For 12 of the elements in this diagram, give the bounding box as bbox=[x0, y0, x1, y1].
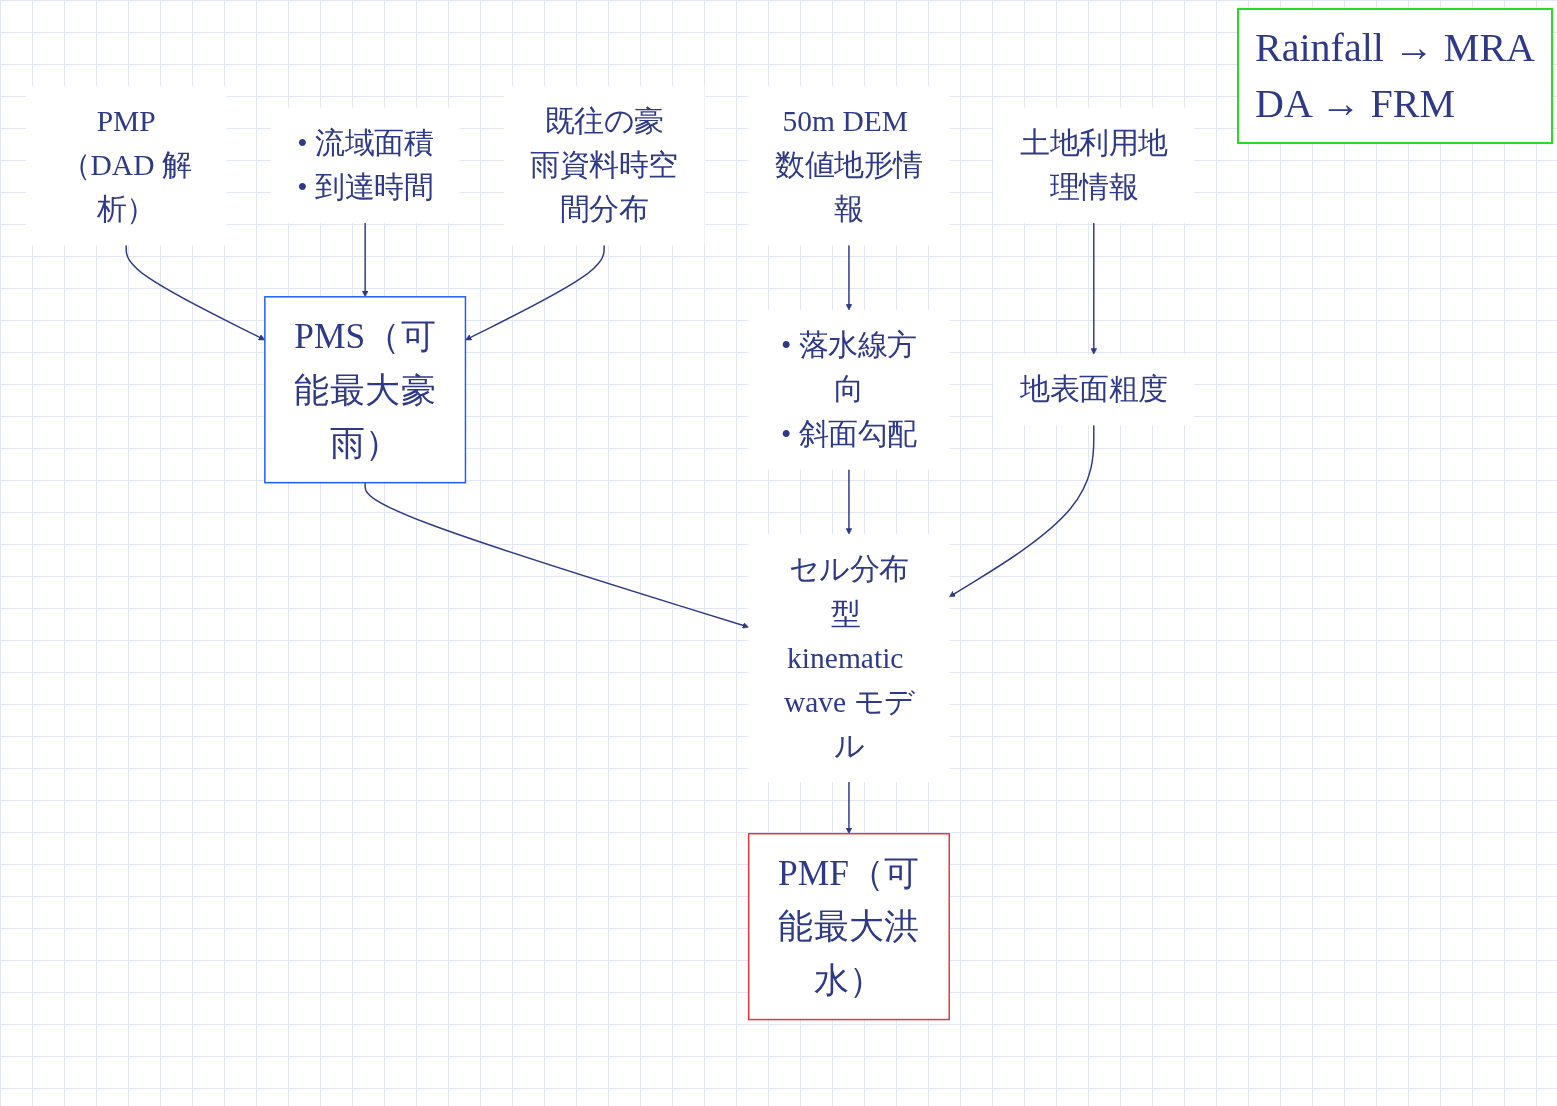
legend-note: Rainfall → MRA bbox=[1255, 24, 1535, 72]
arrow bbox=[948, 424, 1095, 598]
arrow bbox=[845, 781, 853, 835]
arrow bbox=[845, 468, 853, 535]
node-box: PMS（可能最大豪雨） bbox=[264, 296, 467, 484]
arrow bbox=[465, 244, 605, 341]
arrow bbox=[364, 482, 749, 629]
arrow bbox=[361, 222, 369, 298]
legend-note: DA → FRM bbox=[1255, 80, 1457, 128]
node-box: PMF（可能最大洪水） bbox=[747, 833, 950, 1021]
arrow bbox=[1090, 222, 1098, 355]
arrow bbox=[845, 244, 853, 311]
